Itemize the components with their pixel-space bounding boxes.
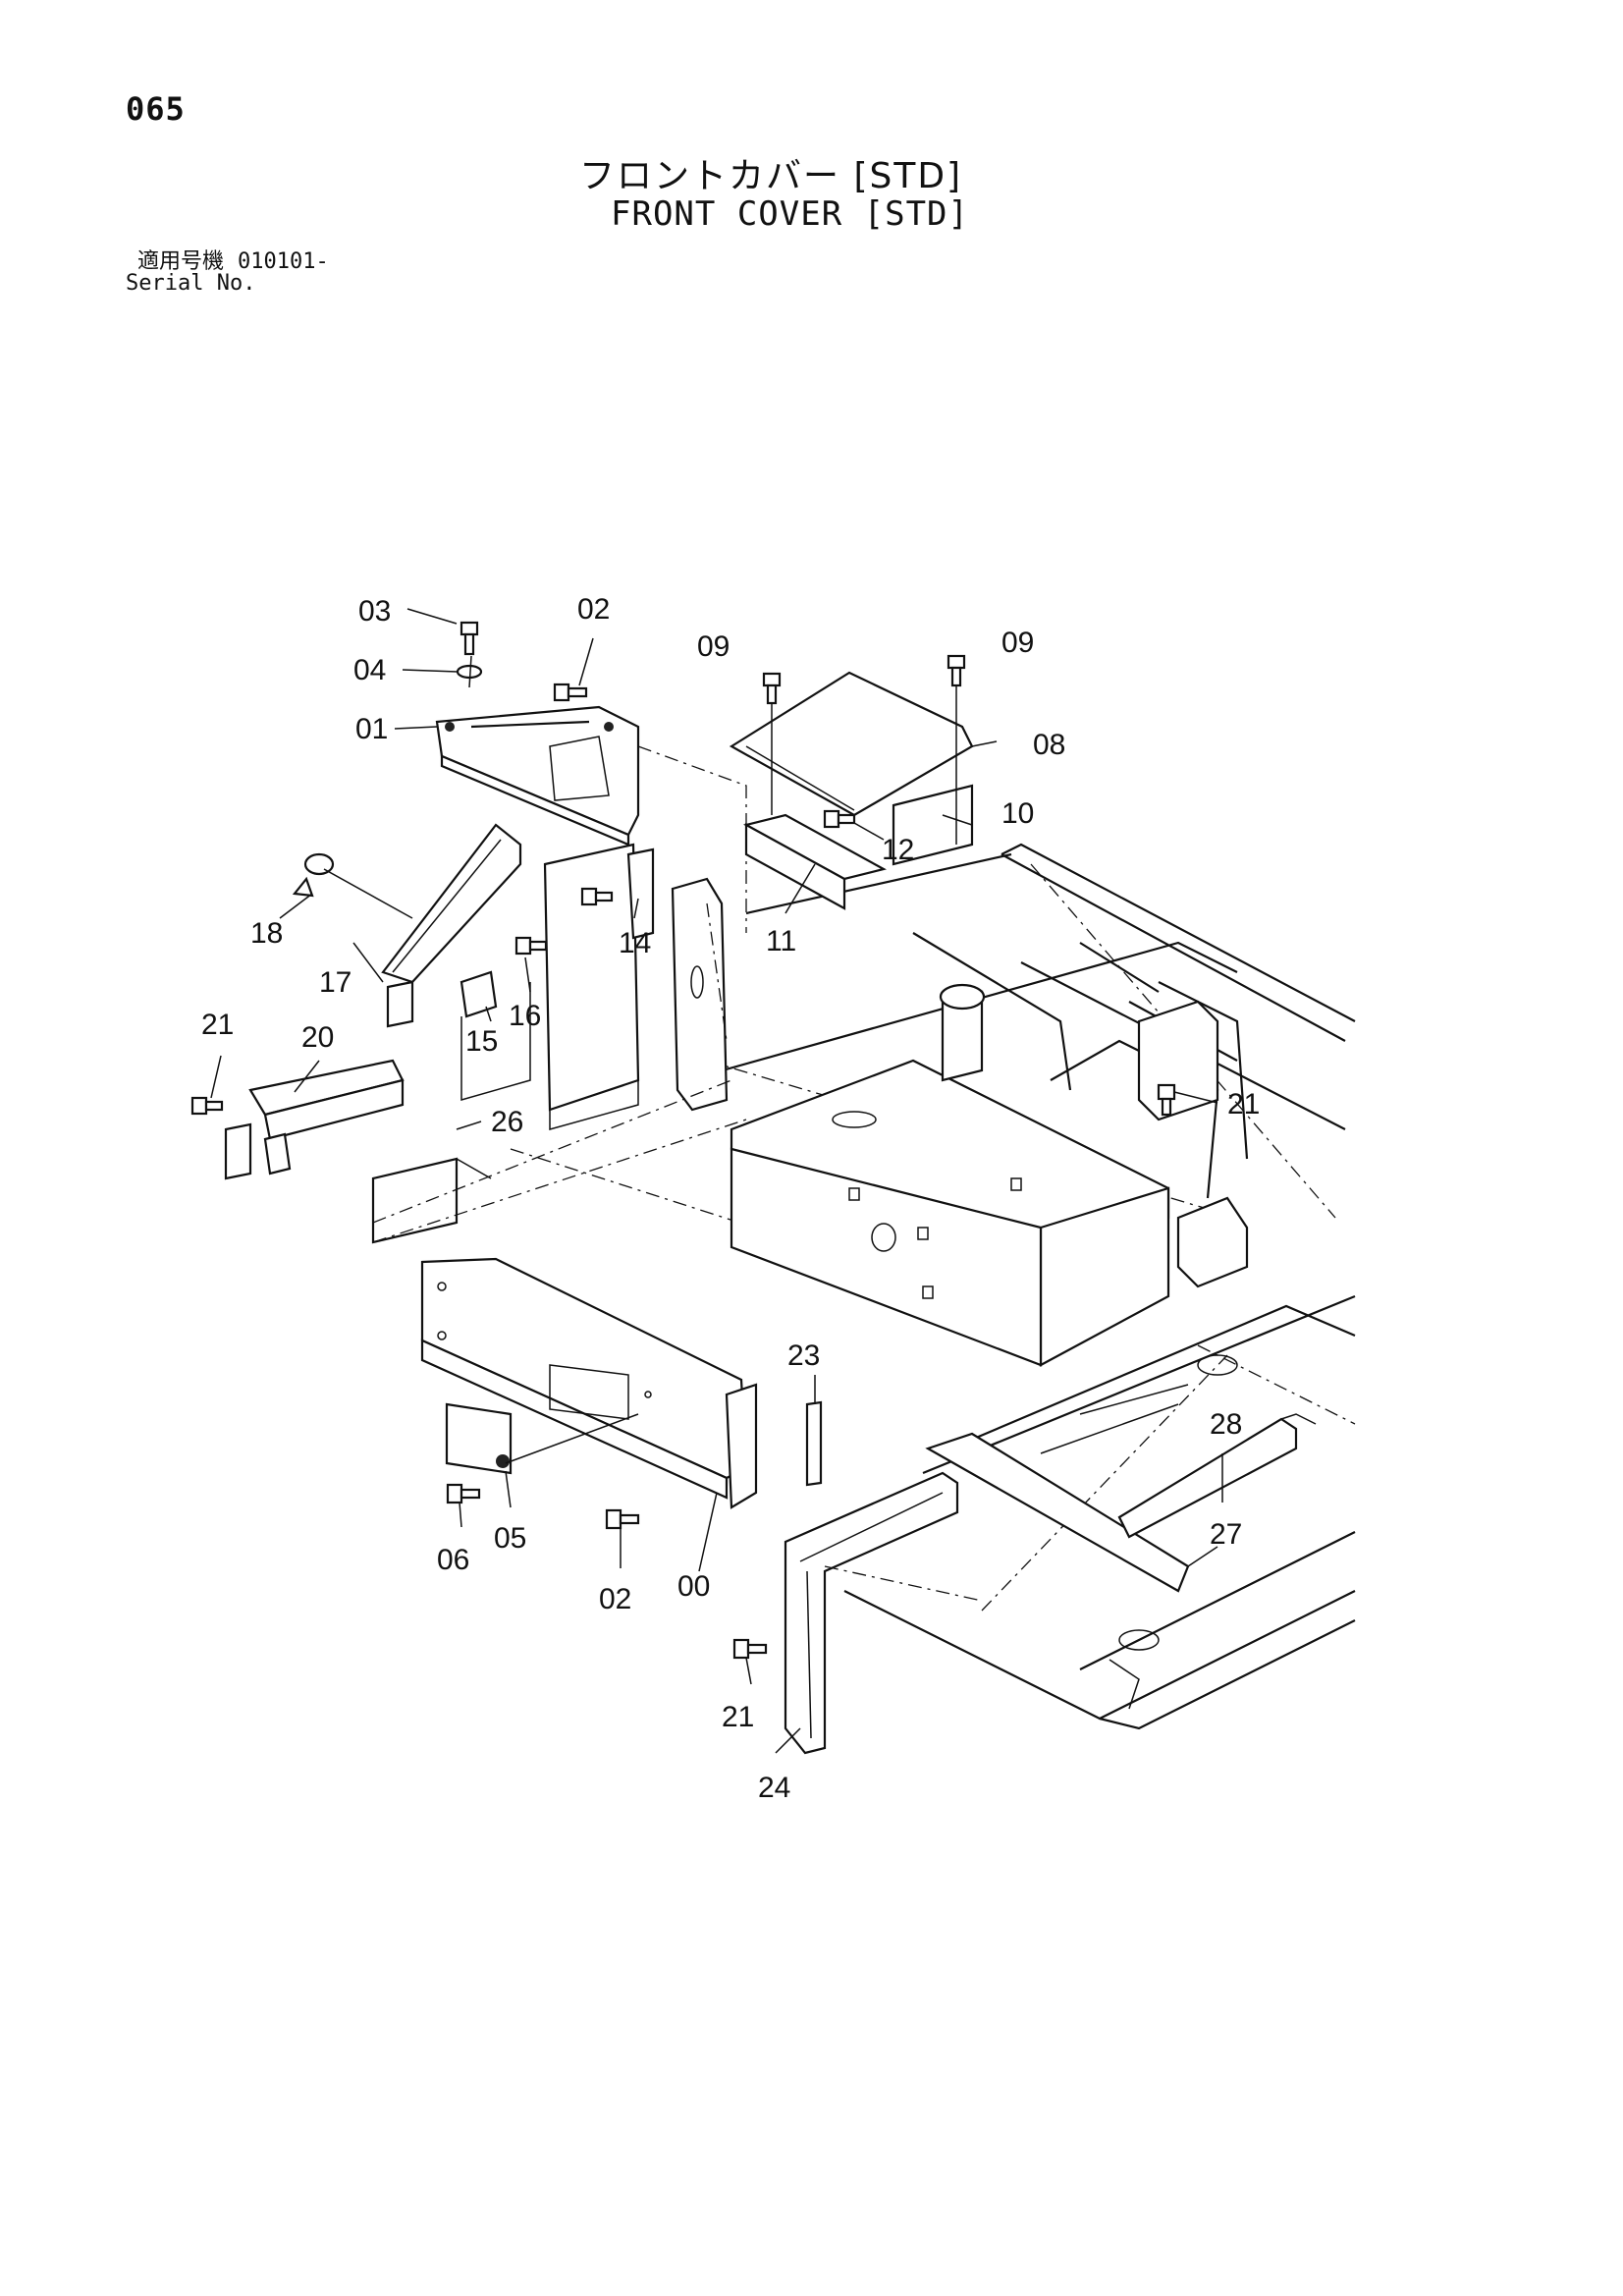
callout-01: 01 [355,713,388,745]
callout-03: 03 [358,595,391,628]
bolt-02-lower [605,1508,640,1530]
part-15-bracket [460,970,531,1101]
part-23-strip [805,1400,823,1487]
bolt-21-bottom [732,1638,768,1660]
part-01-bracket-panel [435,705,640,847]
bolt-21-left [190,1096,224,1116]
part-20-lower-bracket [224,1059,405,1180]
callout-18: 18 [250,917,283,950]
callout-21-left: 21 [201,1009,234,1041]
part-11-angle [743,813,887,910]
part-00-front-cover [420,1257,758,1509]
lower-chassis [843,1294,1356,1730]
callout-17: 17 [319,966,352,999]
callout-02-lower: 02 [599,1583,631,1615]
bolt-03 [460,621,479,656]
callout-28: 28 [1210,1408,1242,1441]
callout-09-left: 09 [697,630,730,663]
part-28-bar [1117,1413,1317,1539]
bolt-02-upper [553,683,588,702]
title-english: FRONT COVER [STD] [611,194,969,234]
callout-26: 26 [491,1106,523,1138]
bolt-06 [446,1483,481,1504]
callout-21-right: 21 [1227,1088,1260,1121]
central-tank [730,983,1249,1367]
serial-block: 適用号機 010101- Serial No. [126,251,329,295]
callout-04: 04 [353,654,386,686]
bolt-09-left [762,672,782,705]
leader-lines [210,608,1223,1754]
callout-27: 27 [1210,1518,1242,1551]
part-08-cover-plate [729,671,974,866]
serial-label-japanese: 適用号機 [137,249,225,274]
part-05-cap-plate [445,1402,639,1475]
callout-16: 16 [509,1000,541,1032]
callouts: 03 04 01 02 09 09 08 10 12 11 14 18 17 1… [201,593,1260,1804]
callout-10: 10 [1001,797,1034,830]
part-14-side-panel [543,745,747,1130]
callout-23: 23 [787,1339,820,1372]
callout-02-upper: 02 [577,593,610,626]
callout-24: 24 [758,1772,790,1804]
callout-09-right: 09 [1001,627,1034,659]
callout-21-bottom: 21 [722,1701,754,1733]
callout-15: 15 [465,1025,498,1058]
callout-06: 06 [437,1544,469,1576]
bolt-16 [514,936,548,956]
callout-00: 00 [677,1570,710,1603]
callout-11: 11 [766,925,796,957]
serial-label-english: Serial No. [126,271,256,296]
callout-08: 08 [1033,729,1065,761]
page-number: 065 [126,90,186,128]
title-japanese: フロントカバー [STD] [579,156,963,196]
callout-20: 20 [301,1021,334,1054]
bolt-09-right [947,654,966,687]
part-26-plate [371,1079,747,1244]
part-18-wing-bolt [292,852,413,919]
part-17-bracket [381,823,522,1028]
callout-05: 05 [494,1522,526,1555]
callout-12: 12 [882,834,914,866]
bolt-12 [823,809,856,829]
bolt-14 [580,887,614,906]
callout-14: 14 [619,927,651,959]
part-24-angle-frame [784,1471,983,1755]
serial-value: 010101- [238,249,329,274]
